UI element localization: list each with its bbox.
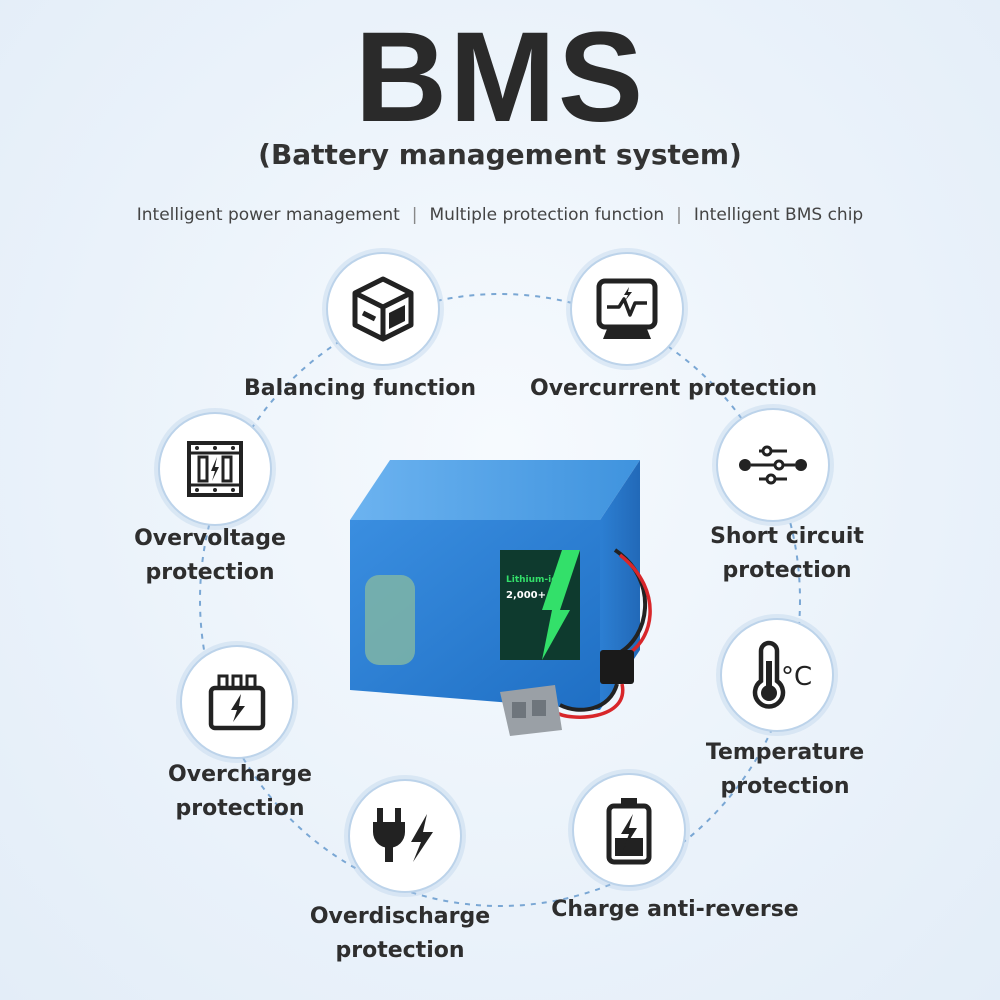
thermometer-icon: °C (752, 640, 812, 709)
plug-bolt-icon (373, 808, 433, 862)
overcurrent-label: Overcurrent protection (530, 376, 817, 401)
overvoltage-node (158, 412, 272, 526)
page-title: BMS (354, 6, 646, 149)
charging-battery-icon (208, 674, 266, 731)
feature-separator: | (411, 205, 418, 225)
temperature-label: Temperature protection (705, 740, 865, 799)
temperature-unit-text: °C (781, 662, 812, 692)
circuit-sliders-icon (739, 445, 807, 485)
overcurrent-node (570, 252, 684, 366)
voltage-meter-icon (187, 441, 243, 497)
overcharge-node (180, 645, 294, 759)
feature-item: Intelligent power management (136, 205, 400, 225)
feature-separator: | (676, 205, 682, 225)
overvoltage-label: Overvoltage protection (134, 526, 286, 585)
battery-label-title: Lithium-ion (506, 575, 564, 585)
cube-icon (352, 276, 414, 342)
battery-pack-image: Lithium-ion 2,000+ (350, 460, 652, 736)
feature-item: Intelligent BMS chip (693, 205, 864, 225)
short-circuit-node (716, 408, 830, 522)
short-circuit-label: Short circuit protection (710, 524, 864, 583)
overcharge-label: Overcharge protection (168, 762, 312, 821)
page-subtitle: (Battery management system) (258, 138, 742, 171)
feature-item: Multiple protection function (429, 205, 665, 225)
overdischarge-node (348, 779, 462, 893)
charge-anti-reverse-node (572, 773, 686, 887)
battery-label-cycles: 2,000+ (506, 590, 546, 601)
battery-bolt-icon (606, 798, 652, 865)
feature-list: Intelligent power management | Multiple … (0, 205, 1000, 225)
balancing-node (326, 252, 440, 366)
overdischarge-label: Overdischarge protection (309, 904, 491, 963)
temperature-node: °C (720, 618, 834, 732)
monitor-pulse-icon (596, 278, 658, 339)
balancing-label: Balancing function (243, 376, 477, 401)
battery-label: Lithium-ion 2,000+ (500, 550, 580, 660)
charge-anti-reverse-label: Charge anti-reverse (551, 897, 799, 922)
